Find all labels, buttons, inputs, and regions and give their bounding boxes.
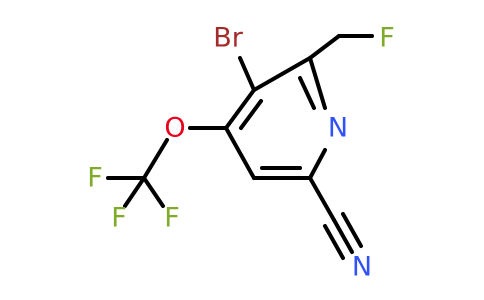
atom-nitrile-nitrogen-label: N: [352, 252, 372, 283]
bond-c5-c4: [224, 126, 256, 180]
bond-c2-n: [308, 56, 327, 110]
bond-c2-ch2: [308, 34, 341, 60]
substituent-bonds: [106, 34, 374, 260]
bond-n-c6: [308, 148, 327, 180]
atom-bromine-label: Br: [213, 23, 244, 54]
bond-c3-c2: [252, 56, 312, 92]
bond-cn-triple-1: [332, 218, 354, 254]
atom-fluorine-cf3-bottom-left-label: F: [111, 203, 127, 234]
atom-ring-nitrogen-label: N: [328, 113, 348, 144]
ring-bonds: [224, 56, 327, 180]
bond-c4-c3-inner: [239, 99, 263, 130]
bond-cn-triple-3: [341, 212, 363, 248]
atom-fluorine-ch2f-label: F: [379, 23, 395, 54]
bond-c2-n-inner: [298, 76, 316, 110]
atom-labels: Br F N O F F F N: [87, 23, 395, 283]
bond-c4-c3: [224, 88, 256, 130]
atom-fluorine-cf3-bottom-right-label: F: [164, 203, 180, 234]
bond-cf3-f-bottom-left: [123, 176, 146, 208]
atom-fluorine-cf3-left-label: F: [87, 163, 103, 194]
bond-cf3-f-bottom-right: [142, 176, 165, 208]
atom-oxygen-label: O: [164, 113, 185, 144]
bond-cn-triple-2: [323, 224, 345, 260]
bond-c6-cn: [308, 176, 336, 222]
bond-o-cf3: [142, 138, 169, 180]
bond-c3-br: [238, 56, 256, 92]
